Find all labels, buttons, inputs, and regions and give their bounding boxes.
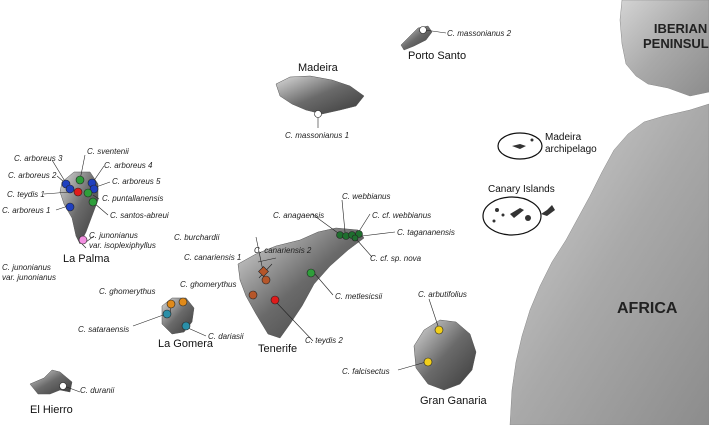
madeira-archipelago-line1: Madeira: [545, 132, 582, 143]
dot-sventenii: [75, 175, 85, 185]
dot-green-extra: [88, 197, 98, 207]
canary-islands-label: Canary Islands: [488, 184, 555, 195]
label-arboreus-3: C. arboreus 3: [14, 154, 63, 163]
label-sventenii: C. sventenii: [87, 147, 129, 156]
dot-puntallanensis: [83, 188, 93, 198]
label-arboreus-1: C. arboreus 1: [2, 206, 51, 215]
label-cf-webbianus: C. cf. webbianus: [372, 211, 432, 220]
dot-arboreus-2: [65, 184, 75, 194]
dot-duranii: [59, 382, 67, 390]
gran-canaria-label: Gran Ganaria: [420, 395, 487, 407]
label-falcisectus: C. falcisectus: [342, 367, 390, 376]
madeira-archipelago-label: Madeira archipelago: [545, 132, 597, 156]
label-dariasii: C. dariasii: [208, 332, 244, 341]
canary-inset-ellipse: [482, 196, 542, 236]
dot-dariasii: [181, 321, 191, 331]
label-junonianus-jun-line2: var. junonianus: [2, 273, 56, 282]
madeira-island: [275, 75, 365, 115]
dot-teydis-1: [73, 187, 83, 197]
species-dots: [59, 26, 444, 390]
madeira-inset-island: [512, 144, 526, 149]
label-ghomerythus-b: C. ghomerythus: [180, 280, 237, 289]
dot-burchardii: [258, 266, 269, 277]
dot-arbutifolius: [434, 325, 444, 335]
label-junonianus-jun: C. junonianus var. junonianus: [2, 263, 56, 283]
label-webbianus: C. webbianus: [342, 192, 391, 201]
dot-canariensis-1: [248, 290, 258, 300]
label-teydis-1: C. teydis 1: [7, 190, 45, 199]
dot-metlesicsii: [306, 268, 316, 278]
label-cf-sp-nova: C. cf. sp. nova: [370, 254, 422, 263]
dot-sataraensis: [162, 309, 172, 319]
africa-landmass: [509, 103, 709, 425]
label-teydis-2: C. teydis 2: [305, 336, 343, 345]
label-canariensis-2: C. canariensis 2: [254, 246, 312, 255]
label-arboreus-4: C. arboreus 4: [104, 161, 153, 170]
label-arboreus-2: C. arboreus 2: [8, 171, 57, 180]
tenerife-label: Tenerife: [258, 343, 298, 355]
label-anagaensis: C. anagaensis: [273, 211, 325, 220]
el-hierro-label: El Hierro: [30, 404, 73, 416]
madeira-label: Madeira: [298, 62, 338, 74]
dot-ghomerythus-b: [178, 297, 188, 307]
label-arboreus-5: C. arboreus 5: [112, 177, 161, 186]
dot-massonianus-1: [314, 110, 322, 118]
el-hierro-island: [29, 369, 73, 395]
canary-inset-islands: [492, 205, 555, 223]
label-arbutifolius: C. arbutifolius: [418, 290, 467, 299]
label-junonianus-jun-line1: C. junonianus: [2, 263, 51, 272]
porto-santo-leader: [424, 29, 447, 34]
gran-canaria-island: [413, 319, 477, 391]
dot-teydis-2: [270, 295, 280, 305]
label-burchardii: C. burchardii: [174, 233, 220, 242]
label-massonianus-2: C. massonianus 2: [447, 29, 512, 38]
label-ghomerythus-a: C. ghomerythus: [99, 287, 156, 296]
dot-massonianus-2: [419, 26, 427, 34]
africa-label: AFRICA: [617, 300, 678, 317]
label-sataraensis: C. sataraensis: [78, 325, 130, 334]
label-tagananensis: C. tagananensis: [397, 228, 455, 237]
iberian-landmass: [619, 0, 709, 97]
dot-falcisectus: [423, 357, 433, 367]
dot-arboreus-5: [89, 184, 99, 194]
porto-santo-inset-island: [530, 138, 534, 142]
label-duranii: C. duranii: [80, 386, 115, 395]
iberian-label-line1: IBERIAN: [653, 21, 708, 36]
label-canariensis-1: C. canariensis 1: [184, 253, 242, 262]
porto-santo-island: [400, 25, 433, 51]
la-gomera-label: La Gomera: [158, 338, 214, 350]
label-junonianus-iso-line2: var. isoplexiphyllus: [89, 241, 156, 250]
tenerife-island: [237, 227, 365, 339]
label-puntallanensis: C. puntallanensis: [102, 194, 164, 203]
madeira-inset-ellipse: [497, 132, 543, 160]
label-junonianus-iso-line1: C. junonianus: [89, 231, 138, 240]
dot-ghomerythus-a: [166, 299, 176, 309]
dot-arboreus-1: [65, 202, 75, 212]
dot-junonianus-iso: [78, 235, 88, 245]
dot-cf-sp-nova: [351, 234, 359, 242]
label-metlesicsii: C. metlesicsii: [335, 292, 383, 301]
la-palma-label: La Palma: [63, 253, 110, 265]
label-santos-abreui: C. santos-abreui: [110, 211, 169, 220]
label-massonianus-1: C. massonianus 1: [285, 131, 350, 140]
dot-canariensis-2: [261, 275, 271, 285]
porto-santo-label: Porto Santo: [408, 50, 467, 62]
madeira-archipelago-line2: archipelago: [545, 144, 597, 155]
label-junonianus-iso: C. junonianus var. isoplexiphyllus: [89, 231, 156, 251]
